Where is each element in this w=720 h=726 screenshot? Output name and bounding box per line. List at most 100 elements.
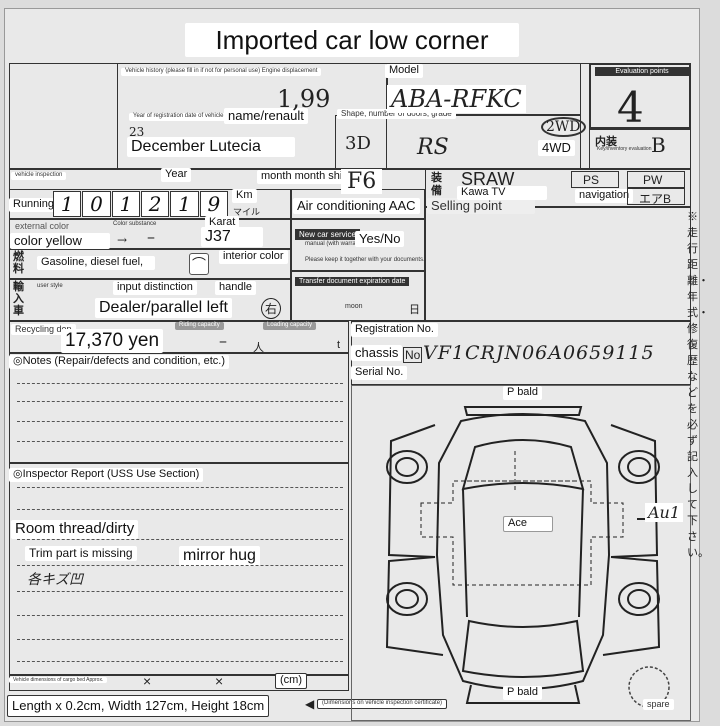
person-label: 人 [253,342,264,354]
month-shift-label: month month shift [257,170,353,184]
equipment-box [425,169,691,207]
transfer-box [291,271,425,321]
color-substance-label: Color substance [113,221,157,227]
displacement-handwriting: 1,99 [277,85,331,113]
fuel-symbol: ⌒ [189,253,209,275]
mirror-label: mirror hug [179,546,260,566]
recycling-box [9,321,349,353]
recycling-fee: 17,370 yen [61,329,164,353]
mileage-digit: 1 [111,191,140,217]
year-label: Year [161,168,192,182]
drive-label: 4WD [538,140,575,157]
report-line-4 [17,565,343,566]
user-style-label: user style [37,283,63,289]
au1-label: Au1 [645,503,684,522]
mileage-digit: 9 [199,191,228,217]
mileage-digit: 2 [140,191,170,217]
cargo-dims-box [9,675,349,691]
name-label: name/renault [224,108,308,125]
room-thread-label: Room thread/dirty [11,520,139,539]
karat-label: Karat [205,216,240,230]
moon-label: moon [345,303,363,310]
shape-label: Shape, number of doors, grade [337,109,456,119]
interior-kanji: 内装 [595,136,617,148]
running-label: Running [9,198,58,212]
new-car-service-label: New car service [295,229,360,240]
interior-grade-handwriting: B [651,133,666,157]
riding-capacity-label: Riding capacity [175,322,224,330]
notes-line-1 [17,383,343,384]
notes-line-3 [17,421,343,422]
transfer-expiry-label: Transfer document expiration date [295,277,410,286]
fuel-label: Gasoline, diesel fuel, [37,256,155,270]
trim-missing-label: Trim part is missing [25,546,137,561]
cross-1: × [143,673,152,689]
selling-point-label: Selling point [427,198,535,215]
kawa-tv-label: Kawa TV [457,186,547,200]
riding-cross: – [219,331,227,350]
ps-box [571,171,619,188]
spare-label: spare [643,699,674,711]
key-eval-box [589,129,691,169]
selling-point-box [425,207,691,321]
chassis-label: chassis [351,345,403,362]
pw-label: PW [643,173,663,187]
cm-label: (cm) [275,673,307,689]
day-label: 日 [409,304,420,316]
side-note: ※走行距離・年式・修復歴などを必ず記入して下さい。 [687,211,709,559]
evaluation-points-label: Evaluation points [595,67,689,76]
ac-label: Air conditioning AAC [293,198,420,215]
pw-box [627,171,685,188]
year-reg-handwriting: 23 [129,125,145,139]
pointer-icon: ◀ [305,697,315,711]
date-label: December Lutecia [127,137,295,157]
manual-warranty-label: manual (with warranty) [305,241,366,247]
equipment-kanji: 装備 [431,172,442,197]
right-mark: 右 [261,298,282,319]
recycling-label: Recycling dep [11,324,76,336]
report-line-6 [17,615,343,616]
chassis-number-handwriting: VF1CRJN06A0659115 [423,342,655,364]
cross-2: × [215,673,224,689]
chassis-no-label: No [403,347,423,363]
vehicle-inspection-label: vehicle inspection [11,172,67,180]
doors-handwriting: 3D [345,133,371,154]
report-line-2 [17,509,343,510]
mileage-digit: 0 [82,191,111,217]
dims-value: Length x 0.2cm, Width 127cm, Height 18cm [7,695,270,717]
serial-label: Serial No. [351,366,408,380]
loading-capacity-label: Loading capacity [263,322,317,330]
vehicle-history-label: Vehicle history (please fill in if not f… [121,68,322,76]
notes-box [9,353,349,463]
km-label: Km [232,189,257,203]
import-row [9,279,291,321]
ab-box [627,188,685,205]
report-line-8 [17,661,343,662]
inspector-box [9,463,349,675]
drive-circle-handwriting: 2WD [541,117,586,137]
cargo-dims-label: Vehicle dimensions of cargo bed Approx. [9,677,108,684]
color-arrow: → [117,233,128,247]
keep-docs-label: Please keep it together with your docume… [305,257,425,263]
p-bald-bottom-label: P bald [503,686,542,700]
dealer-label: Dealer/parallel left [95,298,232,318]
handle-label: handle [215,281,257,295]
ton-label: t [337,339,341,351]
diagram-frame [351,385,691,721]
report-line-1 [17,487,343,488]
eval-score-handwriting: 4 [617,83,644,132]
fuel-kanji: 燃料 [13,251,24,275]
mileage-digit: 1 [53,191,82,217]
sr-aw-label: SRAW [461,169,515,189]
fuel-row [9,249,291,279]
report-line-3 [17,539,343,540]
notes-line-2 [17,401,343,402]
registration-label: Registration No. [351,323,438,337]
grade-handwriting: RS [417,135,449,160]
eval-box [589,63,691,129]
report-line-7 [17,639,343,640]
model-code-handwriting: ABA-RFKC [387,85,526,113]
dims-note: (Dimensions on vehicle inspection certif… [317,699,448,709]
